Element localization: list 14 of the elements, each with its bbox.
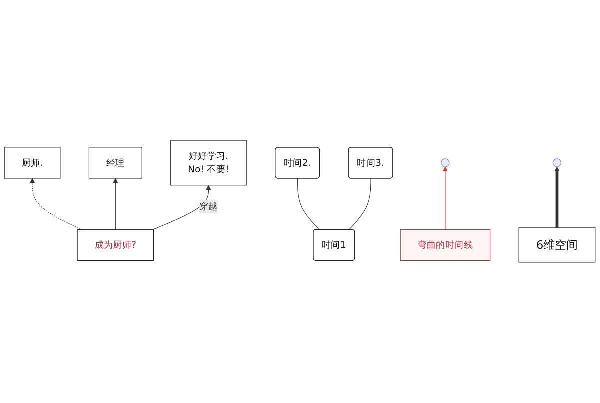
arrow	[152, 185, 212, 230]
node-box: 弯曲的时间线	[400, 229, 491, 262]
node-box: 成为厨师?	[77, 229, 154, 262]
connector	[298, 178, 320, 230]
node-box: 好好学习. No! 不要!	[170, 140, 247, 186]
node-box: 经理	[88, 147, 142, 179]
arrow	[554, 166, 560, 228]
connector	[348, 178, 372, 230]
edge-label: 穿越	[200, 200, 218, 212]
node-box: 厨师.	[4, 147, 61, 179]
arrow	[442, 166, 448, 230]
node-box: 6维空间	[518, 228, 596, 263]
arrow	[113, 178, 118, 230]
arrow	[30, 178, 82, 230]
